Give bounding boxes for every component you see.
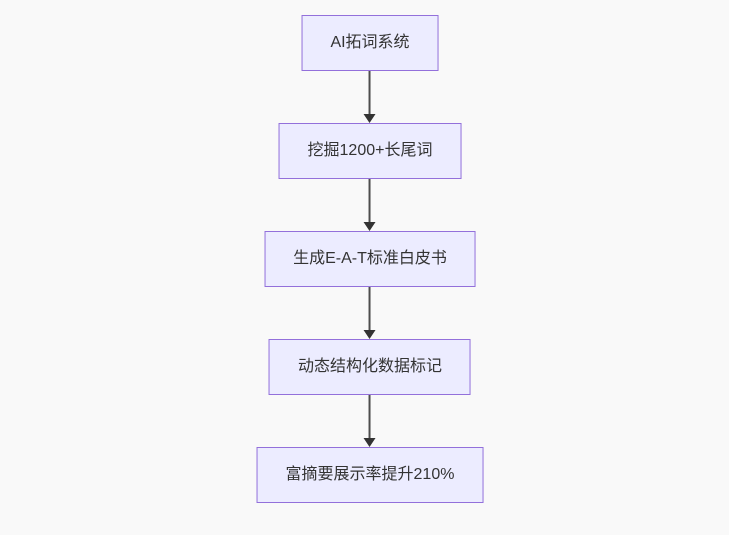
flow-arrow-4 xyxy=(364,395,376,447)
flowchart-node-rich-snippet-rate: 富摘要展示率提升210% xyxy=(256,447,484,503)
node-label: 生成E-A-T标准白皮书 xyxy=(293,250,447,267)
flow-arrow-3 xyxy=(364,287,376,339)
node-label: 富摘要展示率提升210% xyxy=(285,466,455,483)
arrowhead-down-icon xyxy=(364,114,376,123)
node-label: 挖掘1200+长尾词 xyxy=(307,142,433,159)
flowchart: AI拓词系统 挖掘1200+长尾词 生成E-A-T标准白皮书 动态结构化数据标记… xyxy=(256,15,484,503)
arrow-line xyxy=(369,287,371,330)
flowchart-node-ai-word-system: AI拓词系统 xyxy=(301,15,439,71)
arrowhead-down-icon xyxy=(364,222,376,231)
arrowhead-down-icon xyxy=(364,438,376,447)
node-label: 动态结构化数据标记 xyxy=(297,358,442,375)
arrow-line xyxy=(369,179,371,222)
arrow-line xyxy=(369,395,371,438)
flow-arrow-2 xyxy=(364,179,376,231)
flow-arrow-1 xyxy=(364,71,376,123)
arrowhead-down-icon xyxy=(364,330,376,339)
flowchart-node-longtail-keywords: 挖掘1200+长尾词 xyxy=(278,123,462,179)
flowchart-node-structured-data: 动态结构化数据标记 xyxy=(268,339,471,395)
flowchart-node-eat-whitepaper: 生成E-A-T标准白皮书 xyxy=(264,231,476,287)
node-label: AI拓词系统 xyxy=(330,34,410,51)
arrow-line xyxy=(369,71,371,114)
